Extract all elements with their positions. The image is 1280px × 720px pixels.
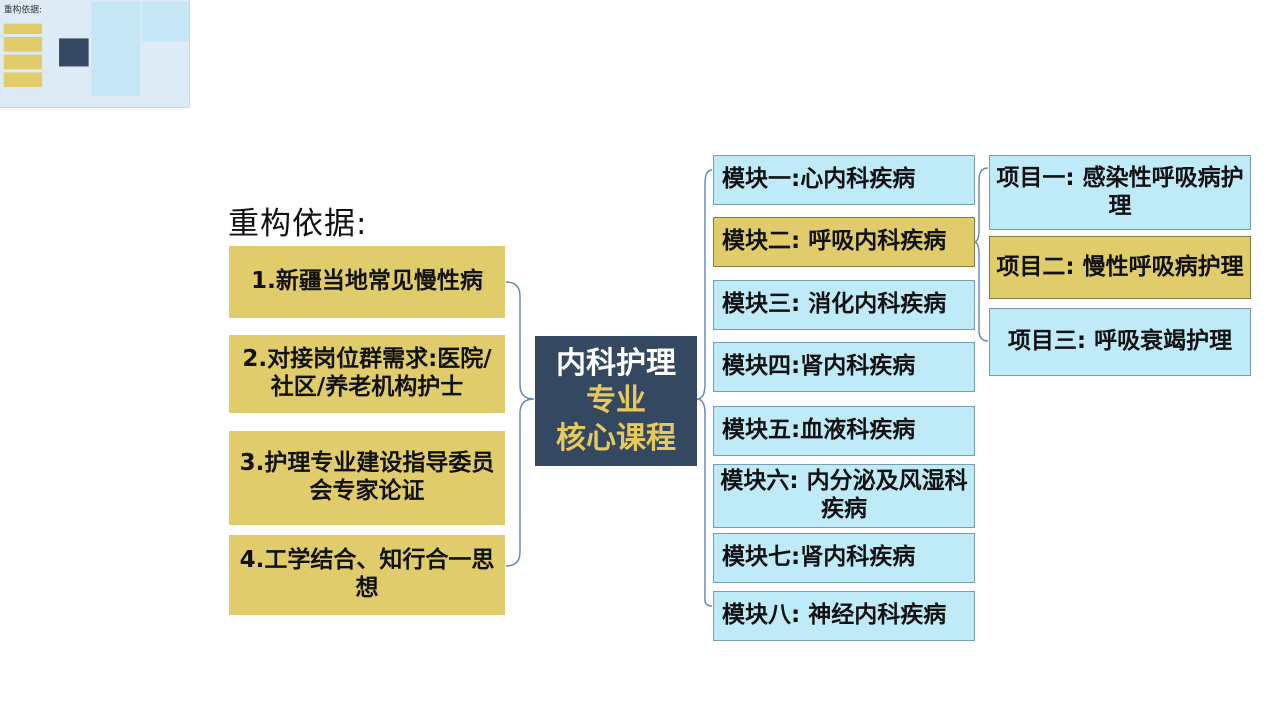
module-7: 模块七:肾内科疾病 [713,533,975,583]
basis-box-1: 1.新疆当地常见慢性病 [229,246,505,318]
module-6: 模块六: 内分泌及风湿科疾病 [713,464,975,528]
core-course-subtitle-1: 专业 [586,383,646,419]
thumbnail-heading: 重构依据: [3,4,43,15]
thumbnail-projects [141,1,189,42]
project-1: 项目一: 感染性呼吸病护理 [989,155,1251,230]
core-course-box: 内科护理 专业 核心课程 [535,336,697,466]
core-course-title: 内科护理 [556,345,676,381]
module-5: 模块五:血液科疾病 [713,406,975,456]
thumbnail-basis-2 [3,36,43,52]
module-8: 模块八: 神经内科疾病 [713,591,975,641]
thumbnail-basis-3 [3,54,43,70]
thumbnail-basis-4 [3,72,43,88]
project-2: 项目二: 慢性呼吸病护理 [989,236,1251,299]
basis-box-2: 2.对接岗位群需求:医院/社区/养老机构护士 [229,335,505,413]
core-course-subtitle-2: 核心课程 [556,420,676,456]
thumbnail-modules [91,1,141,97]
module-4: 模块四:肾内科疾病 [713,342,975,392]
basis-box-3: 3.护理专业建设指导委员会专家论证 [229,431,505,525]
project-3: 项目三: 呼吸衰竭护理 [989,308,1251,376]
module-2: 模块二: 呼吸内科疾病 [713,217,975,267]
module-1: 模块一:心内科疾病 [713,155,975,205]
slide-thumbnail[interactable]: 重构依据: [0,0,190,108]
page-title: 重构依据: [228,206,368,242]
thumbnail-center [59,38,89,67]
basis-box-4: 4.工学结合、知行合一思想 [229,535,505,615]
thumbnail-basis-1 [3,23,43,34]
thumbnail-miniature: 重构依据: [0,0,189,106]
module-3: 模块三: 消化内科疾病 [713,280,975,330]
